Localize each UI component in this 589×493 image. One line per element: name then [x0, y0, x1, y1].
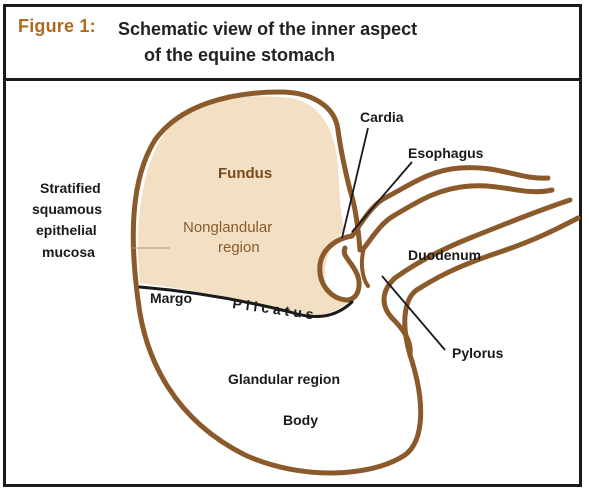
label-pylorus: Pylorus	[452, 345, 504, 361]
pylorus-leader	[382, 276, 445, 350]
label-stratified-2: squamous	[32, 201, 102, 217]
esophagus-leader	[352, 162, 412, 232]
label-fundus: Fundus	[218, 165, 272, 182]
label-glandular: Glandular region	[228, 371, 340, 387]
label-nonglandular-1: Nonglandular	[183, 219, 272, 236]
nonglandular-region-fill	[138, 96, 352, 316]
label-stratified-4: mucosa	[42, 244, 95, 260]
label-stratified-3: epithelial	[36, 222, 97, 238]
label-esophagus: Esophagus	[408, 145, 484, 161]
label-body: Body	[283, 412, 318, 428]
label-duodenum: Duodenum	[408, 247, 481, 263]
label-cardia: Cardia	[360, 109, 404, 125]
duodenum-tube-upper	[395, 200, 570, 278]
label-nonglandular-2: region	[218, 239, 260, 256]
cardia-inner	[362, 248, 368, 286]
label-margo: Margo	[150, 290, 192, 306]
label-stratified-1: Stratified	[40, 180, 101, 196]
